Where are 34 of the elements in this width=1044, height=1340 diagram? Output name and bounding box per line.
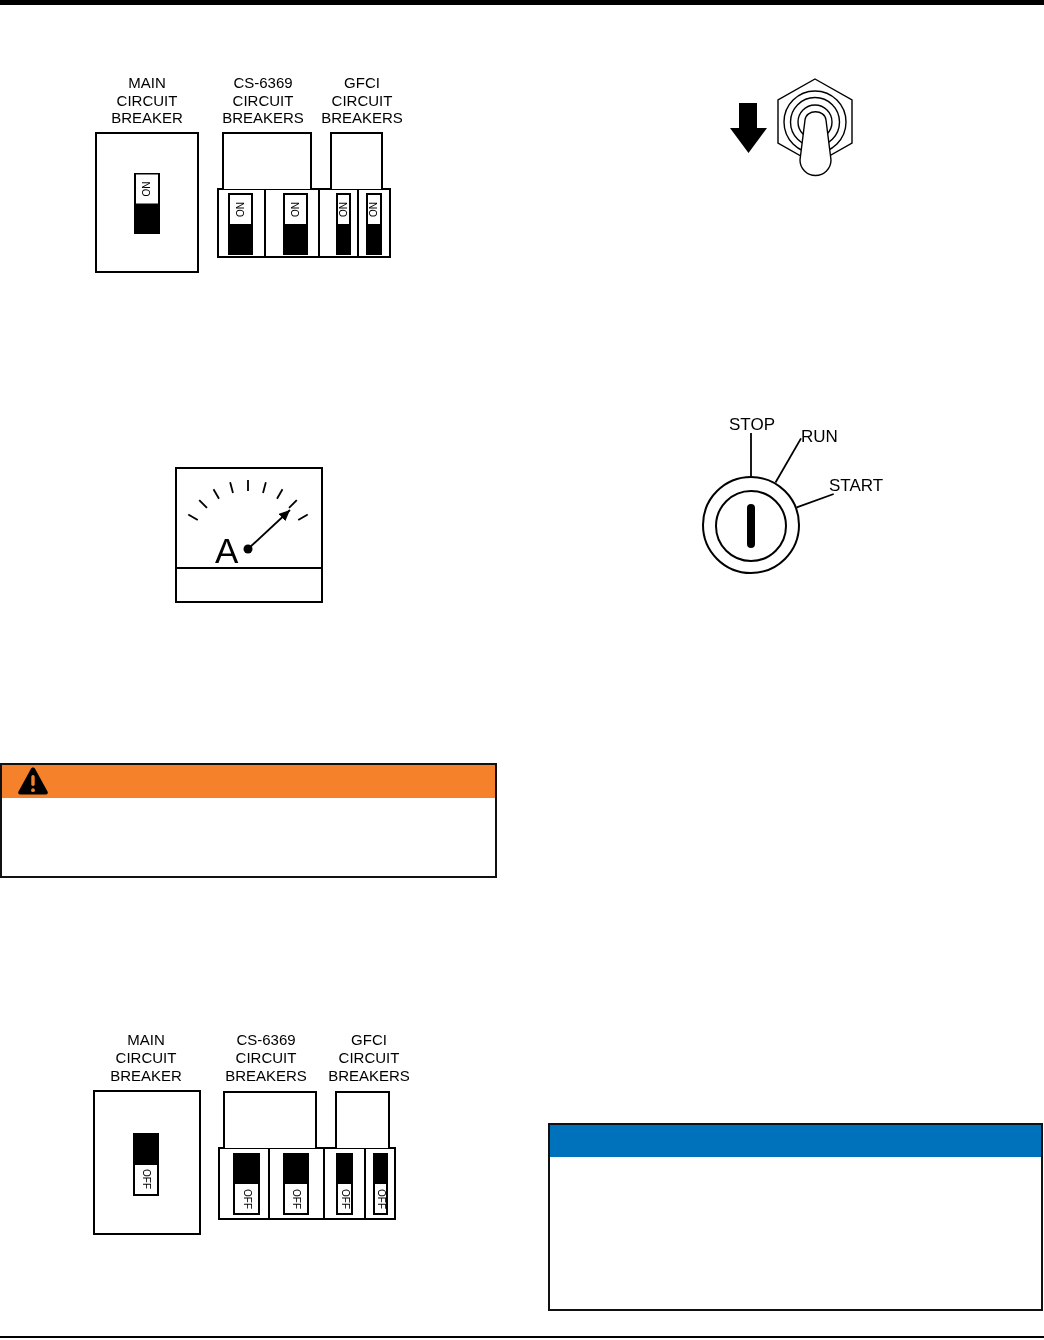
breaker-switch bbox=[134, 173, 160, 234]
switch-state-label: ON bbox=[230, 195, 251, 224]
switch-state-label: ON bbox=[285, 195, 306, 224]
switch-state-label: ON bbox=[136, 175, 158, 204]
ammeter bbox=[175, 467, 323, 603]
switch-state-label: ON bbox=[368, 195, 380, 224]
breaker-switch bbox=[283, 1153, 309, 1215]
position-label: RUN bbox=[801, 428, 838, 445]
breaker-switch bbox=[336, 193, 351, 255]
switch-state-label: OFF bbox=[135, 1164, 157, 1194]
breaker-switch bbox=[366, 193, 382, 255]
leader-line bbox=[750, 432, 752, 477]
switch-state-label: OFF bbox=[235, 1184, 258, 1213]
leader-line bbox=[795, 493, 835, 509]
breaker-label: GFCI CIRCUIT BREAKERS bbox=[327, 1031, 411, 1085]
switch-state-label: OFF bbox=[375, 1184, 386, 1213]
breaker-switch bbox=[228, 193, 253, 255]
breaker-switch bbox=[336, 1153, 353, 1215]
switch-state-label: OFF bbox=[338, 1184, 351, 1213]
switch-state-label: OFF bbox=[285, 1184, 307, 1213]
breaker-label: MAIN CIRCUIT BREAKER bbox=[110, 74, 184, 127]
unit-symbol: A bbox=[215, 533, 239, 568]
breaker-label: MAIN CIRCUIT BREAKER bbox=[109, 1031, 183, 1085]
breaker-label: CS-6369 CIRCUIT BREAKERS bbox=[221, 74, 305, 127]
leader-line bbox=[774, 437, 802, 484]
breaker-label: GFCI CIRCUIT BREAKERS bbox=[320, 74, 404, 127]
breaker-switch bbox=[133, 1133, 159, 1196]
switch-state-label: ON bbox=[338, 195, 349, 224]
breaker-switch bbox=[233, 1153, 260, 1215]
breaker-label: CS-6369 CIRCUIT BREAKERS bbox=[224, 1031, 308, 1085]
position-label: START bbox=[829, 477, 884, 494]
breaker-switch bbox=[373, 1153, 388, 1215]
position-label: STOP bbox=[729, 416, 775, 433]
breaker-switch bbox=[283, 193, 308, 255]
